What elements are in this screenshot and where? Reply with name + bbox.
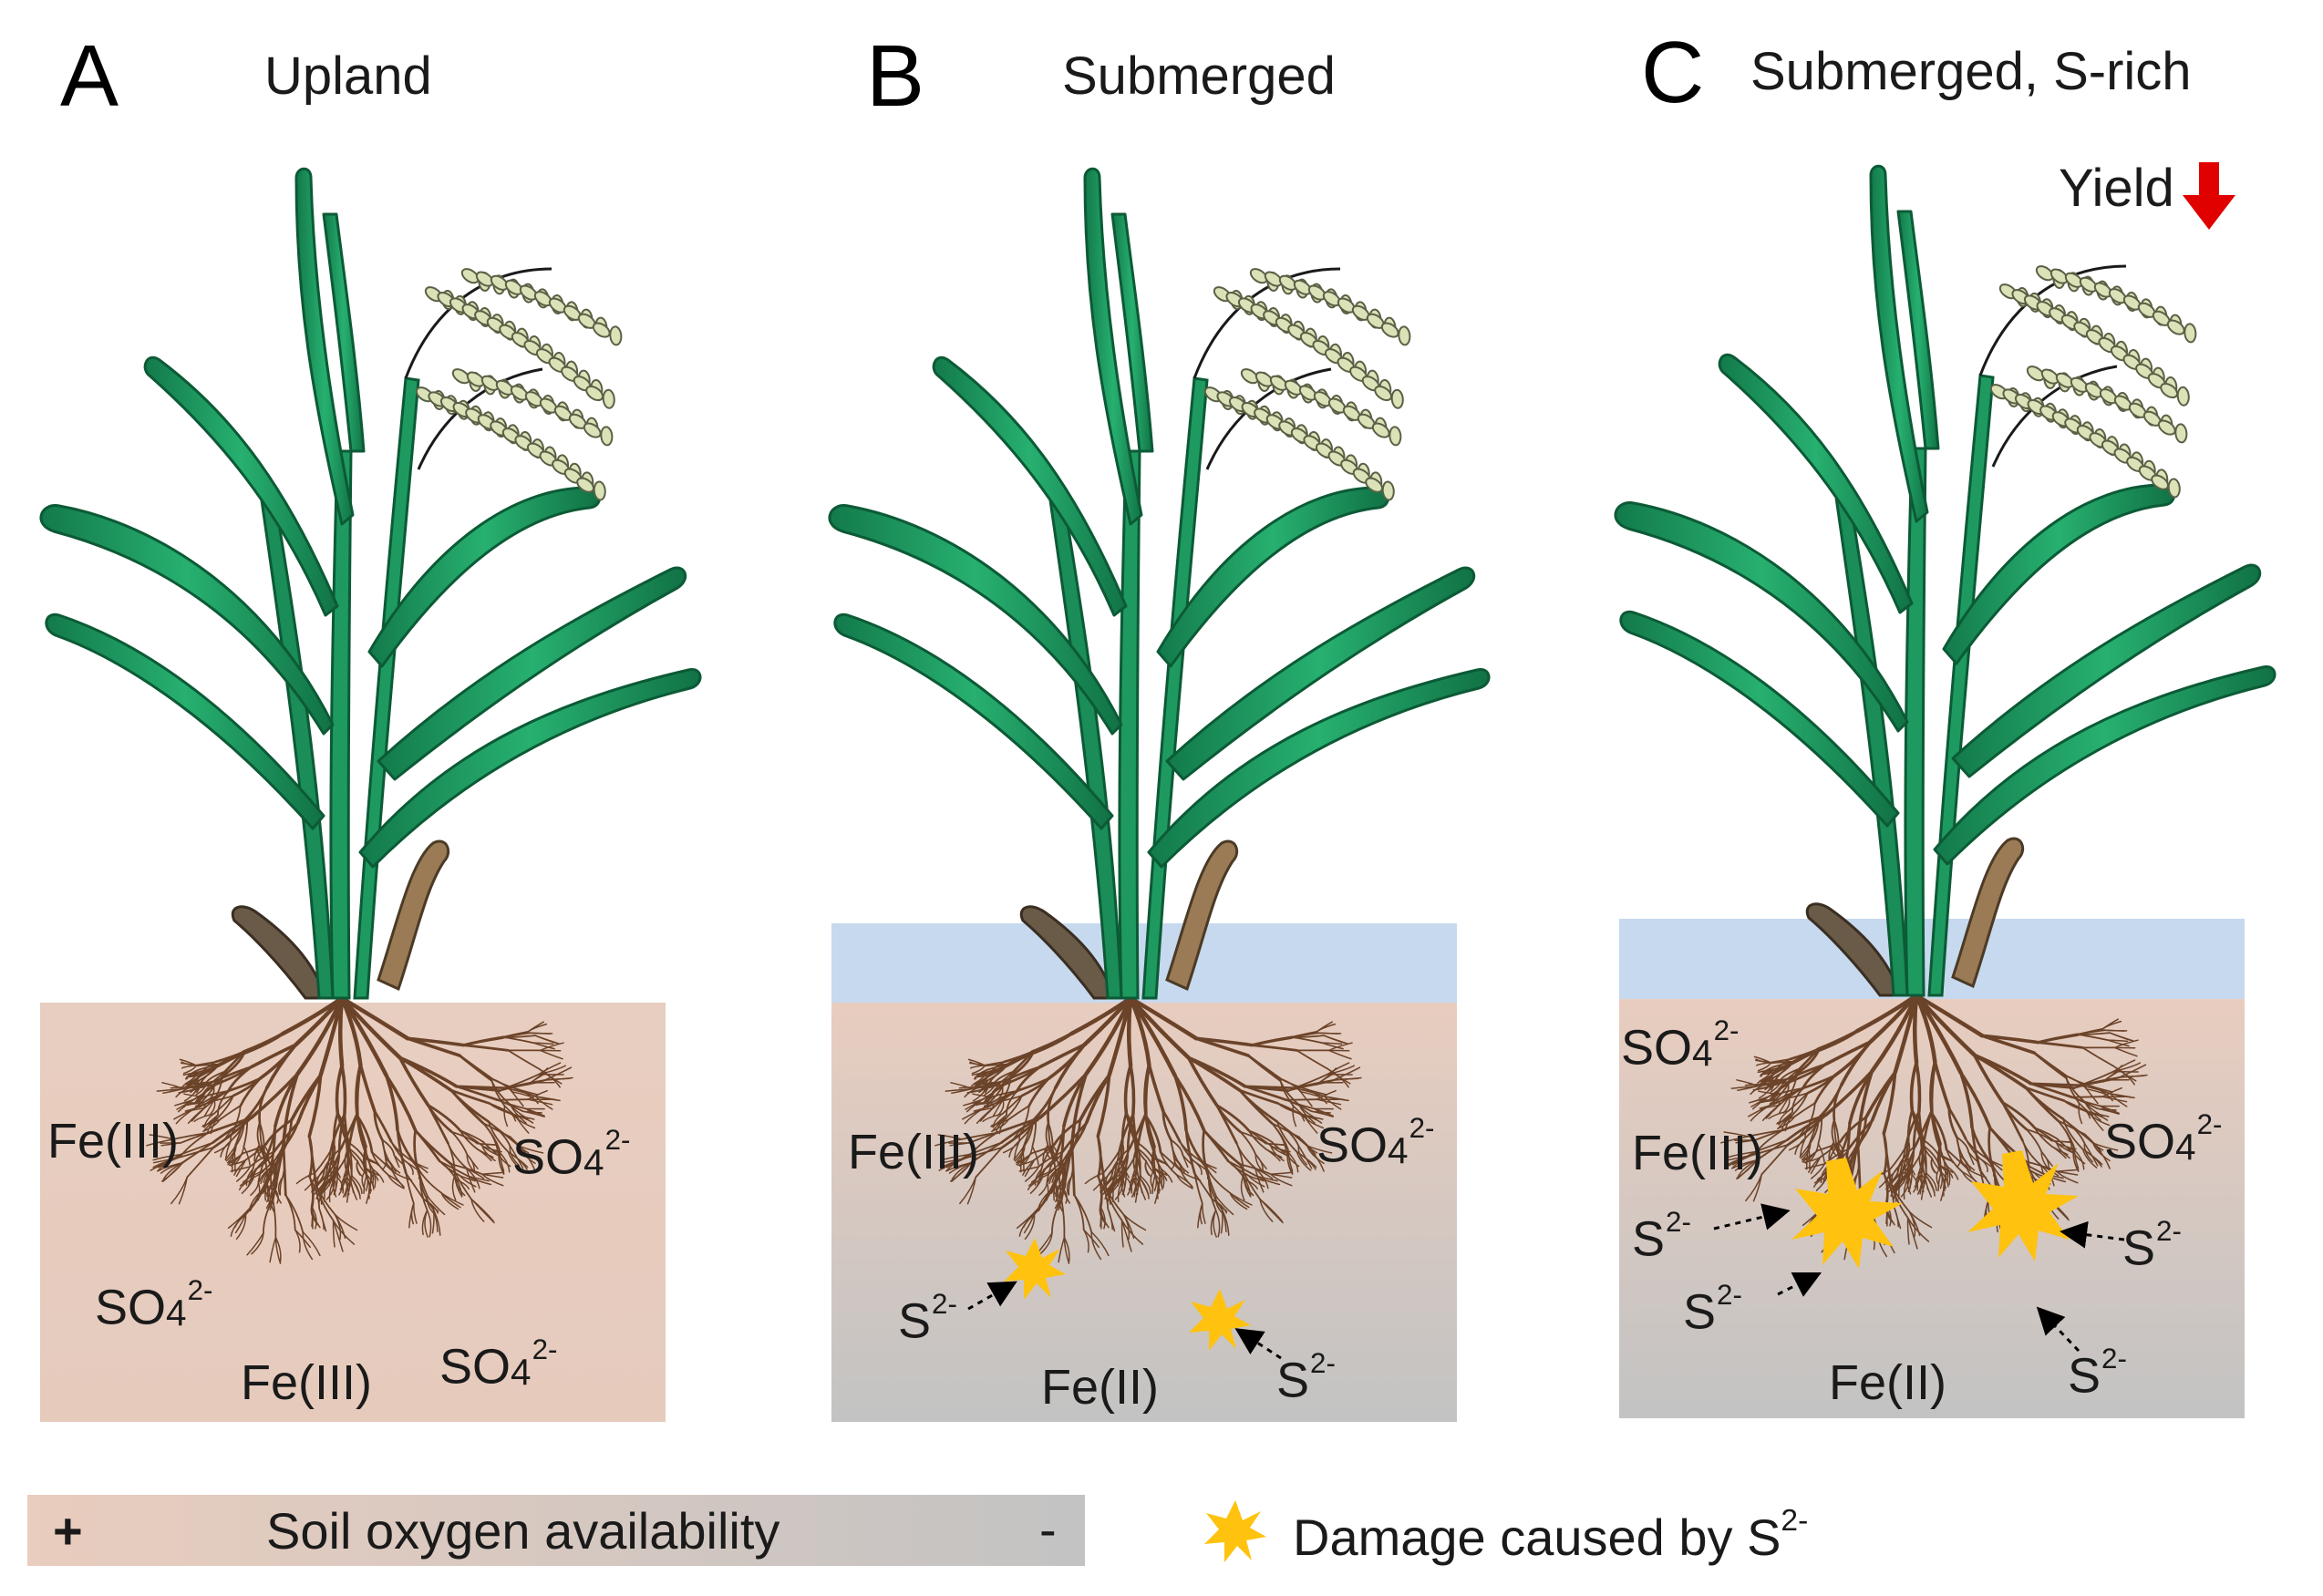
- panel-letter-c: C: [1641, 24, 1705, 121]
- legend-oxygen-label: Soil oxygen availability: [266, 1502, 780, 1560]
- arrow-b-right: [1234, 1328, 1282, 1360]
- arrow-b-left: [967, 1281, 1017, 1311]
- arrow-c-left-2: [1777, 1272, 1822, 1297]
- legend-oxygen-plus: +: [53, 1502, 83, 1560]
- panel-title-c: Submerged, S-rich: [1750, 42, 2192, 101]
- label-c-fe-ii-bottom: Fe(II): [1829, 1355, 1946, 1410]
- oxygen-gradient-bar: [27, 1495, 1085, 1566]
- legend-damage-label: Damage caused by S2-: [1293, 1504, 1809, 1566]
- arrow-c-left-1: [1713, 1203, 1791, 1230]
- label-a-fe-iii-left: Fe(III): [47, 1114, 179, 1169]
- label-c-so4-right: SO42-: [2104, 1108, 2223, 1169]
- label-c-so4-top-left: SO42-: [1621, 1014, 1740, 1076]
- panel-letter-b: B: [866, 27, 925, 125]
- label-b-fe-ii-bottom: Fe(II): [1041, 1360, 1159, 1415]
- label-c-s-right-2: S2-: [2068, 1343, 2127, 1404]
- label-c-s-left-2: S2-: [1683, 1279, 1742, 1340]
- label-b-s-left: S2-: [898, 1288, 957, 1349]
- yield-down-arrow: [2183, 162, 2235, 230]
- label-b-s-right: S2-: [1276, 1347, 1336, 1408]
- label-a-so4-bottom-right: SO42-: [439, 1333, 558, 1395]
- label-b-so4-right: SO42-: [1316, 1112, 1435, 1173]
- legend-damage-burst-icon: [1204, 1500, 1266, 1562]
- label-c-s-left-1: S2-: [1632, 1206, 1691, 1267]
- label-c-s-right-1: S2-: [2122, 1215, 2182, 1276]
- panel-title-a: Upland: [264, 46, 432, 106]
- label-c-fe-iii-left: Fe(III): [1632, 1126, 1763, 1180]
- panel-letter-a: A: [60, 27, 119, 125]
- label-a-fe-iii-bottom: Fe(III): [241, 1355, 372, 1410]
- soil-block-b: [831, 1003, 1457, 1422]
- yield-label: Yield: [2059, 159, 2174, 218]
- panel-title-b: Submerged: [1062, 46, 1336, 106]
- label-b-fe-iii-left: Fe(III): [848, 1125, 979, 1179]
- label-a-so4-bottom-left: SO42-: [95, 1274, 213, 1335]
- legend-oxygen-minus: -: [1039, 1500, 1057, 1558]
- arrow-c-right-1: [2060, 1220, 2125, 1249]
- arrow-c-right-2: [2036, 1306, 2080, 1353]
- label-a-so4-right: SO42-: [512, 1124, 631, 1185]
